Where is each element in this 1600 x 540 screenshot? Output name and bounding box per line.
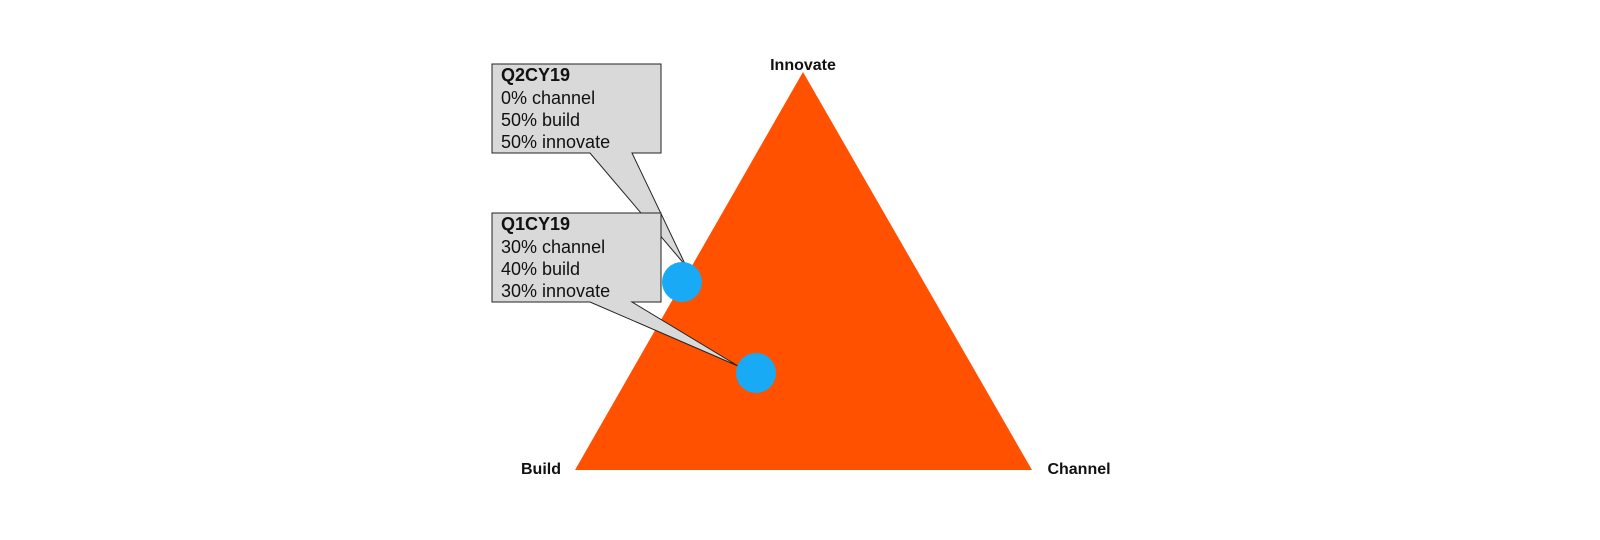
callout-line-channel: 0% channel — [501, 88, 595, 108]
callout-line-build: 40% build — [501, 259, 580, 279]
callout-box — [491, 212, 739, 367]
ternary-triangle — [575, 72, 1032, 470]
vertex-label-innovate: Innovate — [770, 57, 836, 74]
data-point-q2cy19 — [662, 262, 702, 302]
callout-box — [491, 63, 687, 267]
data-point-q1cy19 — [736, 353, 776, 393]
callout-title: Q2CY19 — [501, 65, 570, 85]
callout-title: Q1CY19 — [501, 214, 570, 234]
vertex-label-build: Build — [521, 461, 561, 478]
callout-q2cy19: Q2CY19 0% channel 50% build 50% innovate — [491, 63, 687, 267]
callout-q1cy19: Q1CY19 30% channel 40% build 30% innovat… — [491, 212, 739, 367]
callout-line-innovate: 50% innovate — [501, 132, 610, 152]
callout-line-innovate: 30% innovate — [501, 281, 610, 301]
callout-line-build: 50% build — [501, 110, 580, 130]
callout-line-channel: 30% channel — [501, 237, 605, 257]
vertex-label-channel: Channel — [1047, 461, 1110, 478]
